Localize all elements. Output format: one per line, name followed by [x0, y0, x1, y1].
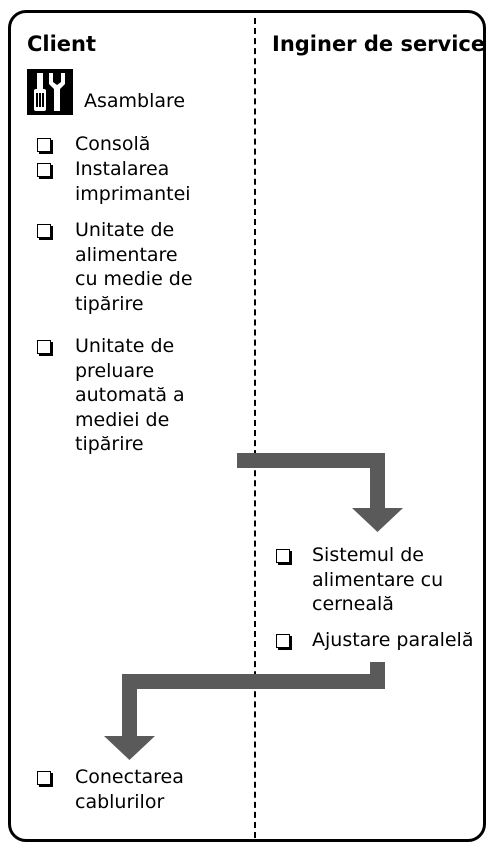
checkbox-conectarea — [37, 771, 51, 785]
item-sistemul-alimentare-cerneala: Sistemul de alimentare cu cerneală — [312, 544, 444, 615]
item-conectarea-cablurilor: Conectarea cablurilor — [75, 766, 184, 813]
checkbox-alimentare — [37, 224, 51, 238]
checkbox-consola — [37, 138, 51, 152]
item-unitate-alimentare: Unitate de alimentare cu medie de tipări… — [75, 219, 193, 315]
checkbox-preluare — [37, 340, 51, 354]
engineer-column-header: Inginer de service — [272, 32, 486, 56]
item-unitate-preluare: Unitate de preluare automată a mediei de… — [75, 335, 185, 455]
arrow-client-to-engineer — [237, 453, 403, 532]
tools-icon — [27, 69, 73, 115]
item-ajustare-paralela: Ajustare paralelă — [312, 629, 474, 651]
checkbox-instalarea — [37, 163, 51, 177]
arrow-engineer-to-client — [104, 662, 385, 760]
section-title: Asamblare — [84, 90, 186, 112]
checkbox-ajustare — [276, 634, 290, 648]
item-instalarea-imprimantei: Instalarea imprimantei — [75, 158, 191, 205]
diagram-frame — [8, 10, 486, 842]
item-consola: Consolă — [75, 133, 151, 155]
client-column-header: Client — [27, 32, 97, 56]
checkbox-sistem-cerneala — [276, 549, 290, 563]
column-divider — [254, 18, 256, 838]
